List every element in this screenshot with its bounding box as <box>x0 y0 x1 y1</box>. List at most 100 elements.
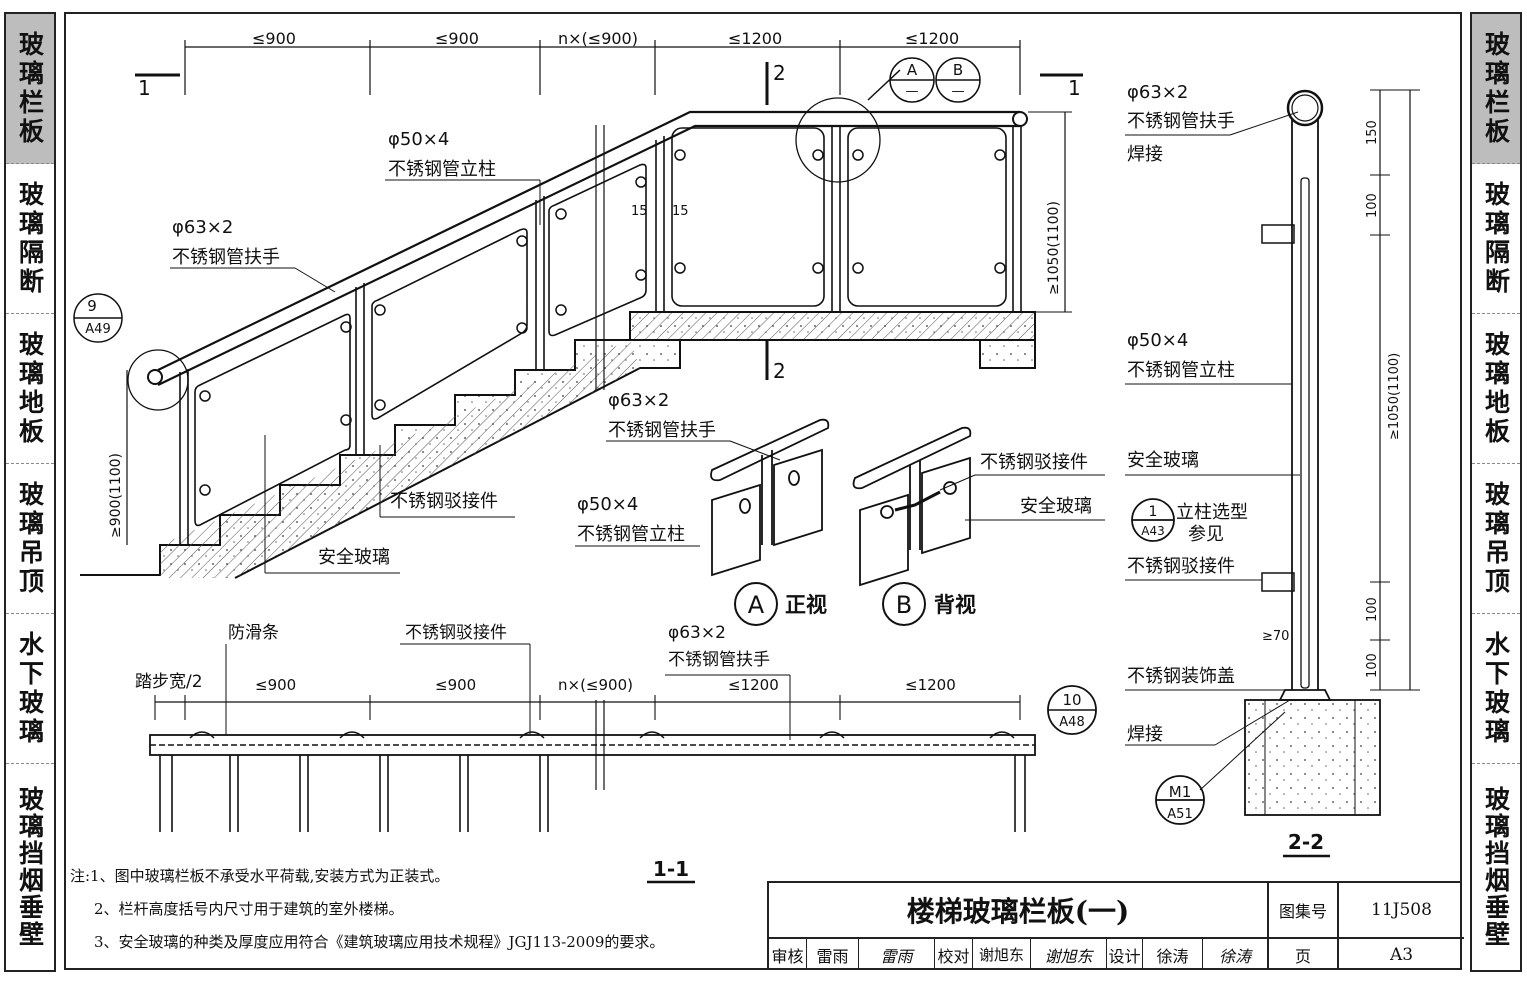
tab-underwater-glass[interactable]: 水下玻璃 <box>1472 614 1520 764</box>
plan-dim: n×(≤900) <box>558 676 633 694</box>
tab-glass-partition[interactable]: 玻璃隔断 <box>6 164 54 314</box>
page-label: 页 <box>1269 939 1339 970</box>
drawing-title: 楼梯玻璃栏板(一) <box>769 883 1269 939</box>
elevation-labels: ≤900 ≤900 n×(≤900) ≤1200 ≤1200 1 1 2 2 φ… <box>85 29 1080 568</box>
detail-ref-bottom: A49 <box>85 322 110 337</box>
tab-glass-ceiling[interactable]: 玻璃吊顶 <box>1472 464 1520 614</box>
detail-ref-top: 9 <box>87 297 97 315</box>
tab-glass-partition[interactable]: 玻璃隔断 <box>1472 164 1520 314</box>
section-2-2 <box>1131 89 1420 858</box>
s22-weld: 焊接 <box>1127 144 1163 165</box>
right-category-tabs: 玻璃栏板 玻璃隔断 玻璃地板 玻璃吊顶 水下玻璃 玻璃挡烟垂壁 <box>1470 12 1522 972</box>
detail-rail-spec: φ63×2 <box>608 390 669 411</box>
s22-dim-70: ≥70 <box>1262 629 1289 644</box>
s22-cover: 不锈钢装饰盖 <box>1127 666 1235 687</box>
tab-underwater-glass[interactable]: 水下玻璃 <box>6 614 54 764</box>
tab-label: 水下玻璃 <box>15 630 45 747</box>
detail-post-name: 不锈钢管立柱 <box>577 524 685 545</box>
detail-labels: φ63×2 不锈钢管扶手 φ50×4 不锈钢管立柱 不锈钢驳接件 安全玻璃 A … <box>577 390 1092 619</box>
plan-section-1-1 <box>149 685 1097 884</box>
s22-connector: 不锈钢驳接件 <box>1127 556 1235 577</box>
plan-dim: ≤900 <box>435 676 476 694</box>
tab-smoke-barrier[interactable]: 玻璃挡烟垂壁 <box>1472 764 1520 970</box>
note-3: 3、安全玻璃的种类及厚度应用符合《建筑玻璃应用技术规程》JGJ113-2009的… <box>94 933 665 951</box>
connector-label: 不锈钢驳接件 <box>390 491 498 512</box>
section-mark-top: 2 <box>773 61 786 85</box>
anti-slip-label: 防滑条 <box>228 623 279 643</box>
s22-dim-100a: 100 <box>1365 193 1380 218</box>
tab-glass-ceiling[interactable]: 玻璃吊顶 <box>6 464 54 614</box>
plan-rail-spec: φ63×2 <box>668 623 726 643</box>
dim-label: ≤900 <box>435 29 479 48</box>
tab-glass-floor[interactable]: 玻璃地板 <box>1472 314 1520 464</box>
page-number: A3 <box>1389 944 1414 965</box>
plan-connector-label: 不锈钢驳接件 <box>405 623 507 643</box>
s22-post-spec: φ50×4 <box>1127 330 1188 351</box>
reviewer-signature: 雷雨 <box>859 939 935 970</box>
review-label: 审核 <box>769 939 807 970</box>
post-spec: φ50×4 <box>388 129 449 150</box>
rail-name: 不锈钢管扶手 <box>172 247 280 268</box>
s22-dim-100c: 100 <box>1365 653 1380 678</box>
tab-label: 玻璃地板 <box>15 330 45 447</box>
tab-label: 玻璃隔断 <box>15 180 45 297</box>
drawing-notes: 注:1、图中玻璃栏板不承受水平荷载,安装方式为正装式。 2、栏杆高度括号内尺寸用… <box>70 860 664 959</box>
tab-label: 玻璃吊顶 <box>1481 480 1511 597</box>
s22-rail-spec: φ63×2 <box>1127 82 1188 103</box>
height-right-dim: ≥1050(1100) <box>1046 201 1062 295</box>
s22-dim-height: ≥1050(1100) <box>1387 353 1402 440</box>
detail-b-top: B <box>953 61 963 79</box>
tab-glass-railing[interactable]: 玻璃栏板 <box>1472 14 1520 164</box>
tab-smoke-barrier[interactable]: 玻璃挡烟垂壁 <box>6 764 54 970</box>
drawing-frame <box>64 12 1462 970</box>
gap-left: 15 <box>631 204 648 219</box>
note-1: 注:1、图中玻璃栏板不承受水平荷载,安装方式为正装式。 <box>70 867 450 885</box>
plan-dim: ≤1200 <box>905 676 956 694</box>
tab-label: 水下玻璃 <box>1481 630 1511 747</box>
section-mark-right: 1 <box>1068 76 1081 100</box>
detail-connector-label: 不锈钢驳接件 <box>980 452 1088 473</box>
s22-post-ref-text2: 参见 <box>1188 524 1224 545</box>
plan-dim: ≤900 <box>255 676 296 694</box>
tab-glass-floor[interactable]: 玻璃地板 <box>6 314 54 464</box>
dim-label: ≤1200 <box>905 29 959 48</box>
tab-label: 玻璃挡烟垂壁 <box>15 786 45 948</box>
connector-details <box>710 418 972 626</box>
glass-label: 安全玻璃 <box>318 547 390 568</box>
check-label: 校对 <box>935 939 973 970</box>
section-mark-left: 1 <box>138 76 151 100</box>
detail-a-top: A <box>907 61 918 79</box>
half-tread-label: 踏步宽/2 <box>135 672 203 692</box>
detail-glass-label: 安全玻璃 <box>1020 496 1092 517</box>
dim-label: ≤1200 <box>728 29 782 48</box>
plan-title: 1-1 <box>653 857 689 881</box>
s22-rail-name: 不锈钢管扶手 <box>1127 111 1235 132</box>
title-block: 楼梯玻璃栏板(一) 图集号 11J508 审核 雷雨 雷雨 校对 谢旭东 谢旭东… <box>767 881 1464 970</box>
plan-dim: ≤1200 <box>728 676 779 694</box>
s22-m1-bottom: A51 <box>1167 807 1192 822</box>
dim-label: ≤900 <box>252 29 296 48</box>
s22-post-ref-bottom: A43 <box>1141 524 1164 538</box>
tab-glass-railing[interactable]: 玻璃栏板 <box>6 14 54 164</box>
design-label: 设计 <box>1107 939 1143 970</box>
detail-b-bottom: — <box>952 84 965 99</box>
dim-label: n×(≤900) <box>558 29 638 48</box>
s22-post-name: 不锈钢管立柱 <box>1127 360 1235 381</box>
section22-labels: φ63×2 不锈钢管扶手 焊接 φ50×4 不锈钢管立柱 安全玻璃 1 A43 … <box>1127 82 1402 854</box>
plan-ref-bottom: A48 <box>1059 715 1084 730</box>
s22-post-ref-top: 1 <box>1149 504 1158 520</box>
s22-glass: 安全玻璃 <box>1127 450 1199 471</box>
tab-label: 玻璃隔断 <box>1481 180 1511 297</box>
s22-weld2: 焊接 <box>1127 724 1163 745</box>
note-2: 2、栏杆高度括号内尺寸用于建筑的室外楼梯。 <box>94 900 404 918</box>
stair-elevation <box>80 40 1083 579</box>
s22-post-ref-text: 立柱选型 <box>1176 502 1248 523</box>
tab-label: 玻璃地板 <box>1481 330 1511 447</box>
plan-ref-top: 10 <box>1062 691 1081 709</box>
detail-a-bottom: — <box>906 84 919 99</box>
view-b-letter: B <box>896 591 912 619</box>
tab-label: 玻璃栏板 <box>15 30 45 147</box>
plan-labels: 防滑条 不锈钢驳接件 φ63×2 不锈钢管扶手 踏步宽/2 ≤900 ≤900 … <box>135 623 1085 881</box>
atlas-number: 11J508 <box>1339 883 1464 939</box>
